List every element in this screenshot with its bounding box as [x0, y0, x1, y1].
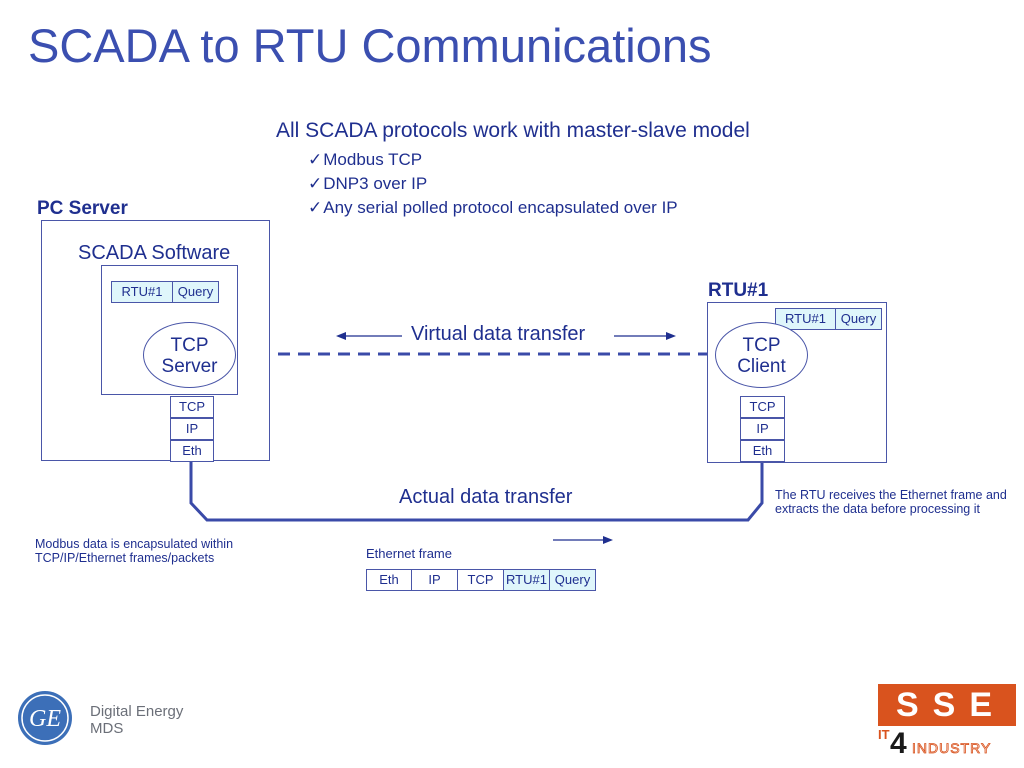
- arrow-left-icon: [336, 332, 346, 340]
- note-left: Modbus data is encapsulated within TCP/I…: [35, 537, 234, 565]
- frame-ip-cell: IP: [411, 569, 458, 591]
- physical-link-line: [189, 460, 764, 522]
- check-icon: ✓: [308, 198, 323, 217]
- stack-ip-cell: IP: [740, 418, 785, 440]
- stack-ip-cell: IP: [170, 418, 214, 440]
- frame-tcp-cell: TCP: [457, 569, 504, 591]
- scada-software-label: SCADA Software: [78, 242, 231, 264]
- ge-logo-icon: GE: [17, 690, 73, 746]
- stack-eth-cell: Eth: [740, 440, 785, 462]
- ethernet-frame-label: Ethernet frame: [366, 546, 452, 561]
- tcp-server-node: TCP Server: [143, 322, 236, 388]
- stack-tcp-cell: TCP: [740, 396, 785, 418]
- sse-it-text: IT: [878, 727, 890, 742]
- sse-four-text: 4: [890, 727, 907, 760]
- sse-industry-text: INDUSTRY: [912, 740, 992, 757]
- svg-text:GE: GE: [29, 706, 61, 732]
- frame-eth-cell: Eth: [366, 569, 412, 591]
- packet-rtu-cell: RTU#1: [111, 281, 173, 303]
- bullet-item: ✓Modbus TCP: [308, 150, 423, 169]
- packet-rtu-cell: RTU#1: [775, 308, 836, 330]
- actual-transfer-label: Actual data transfer: [399, 486, 573, 508]
- bullet-item: ✓Any serial polled protocol encapsulated…: [308, 198, 678, 217]
- pc-server-label: PC Server: [37, 198, 128, 219]
- rtu-label: RTU#1: [708, 280, 769, 301]
- frame-arrow-icon: [603, 536, 613, 544]
- note-right: The RTU receives the Ethernet frame and …: [775, 488, 1007, 516]
- frame-rtu-cell: RTU#1: [503, 569, 550, 591]
- stack-tcp-cell: TCP: [170, 396, 214, 418]
- virtual-transfer-label: Virtual data transfer: [411, 323, 586, 345]
- packet-query-cell: Query: [172, 281, 219, 303]
- frame-query-cell: Query: [549, 569, 596, 591]
- page-title: SCADA to RTU Communications: [28, 19, 712, 72]
- sse-logo: SSE: [878, 684, 1016, 726]
- tcp-client-node: TCP Client: [715, 322, 808, 388]
- stack-eth-cell: Eth: [170, 440, 214, 462]
- ge-logo-text: Digital Energy MDS: [90, 703, 184, 737]
- arrow-right-icon: [666, 332, 676, 340]
- bullets-heading: All SCADA protocols work with master-sla…: [276, 119, 750, 142]
- packet-query-cell: Query: [835, 308, 882, 330]
- check-icon: ✓: [308, 174, 323, 193]
- check-icon: ✓: [308, 150, 323, 169]
- bullet-item: ✓DNP3 over IP: [308, 174, 428, 193]
